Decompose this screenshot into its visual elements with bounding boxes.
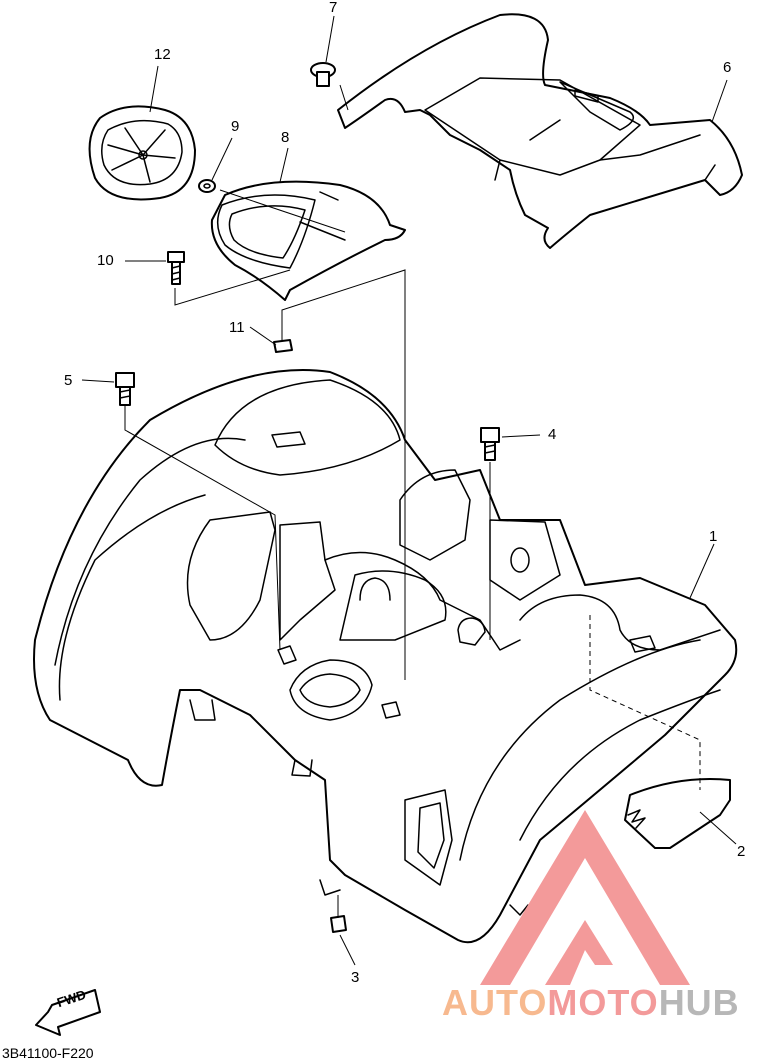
part-4-bolt: [480, 427, 500, 461]
callout-8: 8: [281, 129, 290, 146]
fwd-arrow: [35, 989, 101, 1036]
callout-5: 5: [64, 372, 73, 389]
part-5-bolt: [115, 372, 135, 406]
watermark-auto: AUTO: [442, 982, 548, 1023]
part-12-duct-cover: [88, 105, 196, 201]
callout-2: 2: [737, 843, 746, 860]
automotohub-logo: [480, 810, 690, 985]
part-7-rivet: [310, 62, 336, 87]
part-8-duct: [210, 180, 406, 301]
part-11-clip: [273, 339, 293, 353]
callout-11: 11: [229, 319, 245, 336]
watermark-hub: HUB: [658, 982, 740, 1023]
callout-12-label: 12: [154, 46, 171, 63]
leader-lines: [81, 15, 737, 966]
watermark-text: AUTOMOTOHUB: [442, 982, 740, 1024]
part-3-clip-nut: [330, 915, 347, 933]
assembly-lines: [124, 84, 701, 918]
callout-7: 7: [329, 0, 338, 16]
part-10-bolt: [167, 251, 185, 285]
part-9-grommet: [198, 179, 216, 193]
watermark-moto: MOTO: [547, 982, 659, 1023]
callout-4: 4: [548, 426, 557, 443]
part-2-mud-flap: [624, 778, 731, 849]
callout-10: 10: [97, 252, 114, 269]
callout-3: 3: [351, 969, 360, 986]
callout-6: 6: [723, 59, 732, 76]
part-6-rack-cover: [337, 13, 743, 249]
callout-9: 9: [231, 118, 240, 135]
callout-1: 1: [709, 528, 718, 545]
diagram-code: 3B41100-F220: [2, 1045, 94, 1061]
